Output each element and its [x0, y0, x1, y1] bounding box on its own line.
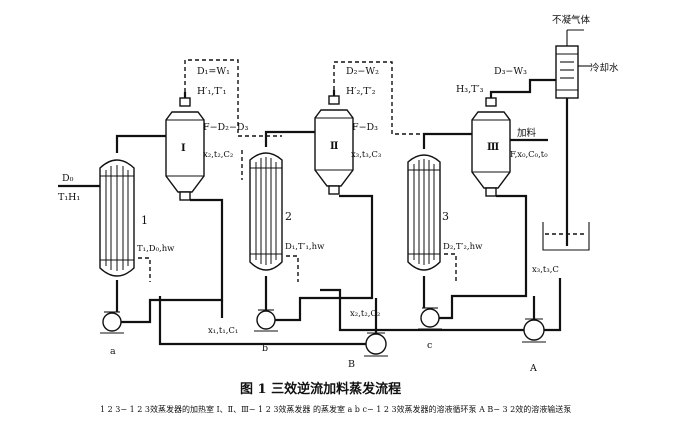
label-f-d3: F−D₃	[352, 122, 378, 133]
condenser	[555, 29, 592, 99]
heater-3-number: 3	[442, 210, 449, 223]
label-x3-t3-c3-top: x₃,t₃,C₃	[351, 150, 381, 160]
label-t1-d0-hw: T₁,D₀,hw	[137, 244, 175, 254]
evaporator-I	[165, 97, 205, 201]
pump-a	[100, 311, 124, 334]
label-x1-product: x₁,t₁,C₁	[208, 326, 238, 336]
evaporator-II	[314, 95, 354, 195]
label-x3-bottom: x₃,t₃,C	[532, 265, 559, 275]
pump-c-label: c	[427, 340, 432, 351]
heater-1	[99, 159, 135, 277]
process-pipes	[58, 78, 562, 346]
heater-3	[407, 154, 441, 271]
label-d3-w3: D₃−W₃	[494, 66, 527, 77]
pump-c	[418, 307, 442, 330]
pump-b	[254, 309, 278, 332]
pump-A	[522, 318, 546, 343]
evaporator-II-label: Ⅱ	[330, 141, 338, 152]
label-noncondensable-gas: 不凝气体	[552, 14, 591, 26]
label-t1-h1: T₁H₁	[58, 192, 80, 203]
label-cooling-water: 冷却水	[590, 62, 619, 74]
pump-b-label: b	[262, 343, 268, 354]
pump-B-label: B	[348, 359, 355, 370]
label-h1-t1: H′₁,T′₁	[197, 86, 227, 97]
pump-a-label: a	[110, 346, 116, 357]
heater-2-number: 2	[285, 210, 292, 223]
evaporator-III-label: Ⅲ	[487, 142, 499, 153]
figure-legend: 1 2 3− 1 2 3效蒸发器的加热室 Ⅰ、Ⅱ、Ⅲ− 1 2 3效蒸发器 的蒸…	[100, 404, 571, 414]
label-d0: D₀	[62, 173, 74, 184]
label-feed: 加料	[517, 127, 537, 139]
label-d2-t2-hw: D₂,T′₂,hw	[443, 242, 483, 252]
pump-B	[364, 332, 388, 357]
label-feed-conditions: F,x₀,C₀,t₀	[510, 150, 548, 160]
label-h2-t2: H′₂,T′₂	[346, 86, 376, 97]
figure-title: 图 1 三效逆流加料蒸发流程	[240, 381, 401, 397]
receiver-tank	[542, 98, 590, 251]
evaporator-III	[471, 97, 511, 197]
label-x2-t2-c2-top: x₂,t₂,C₂	[203, 150, 233, 160]
label-d2-w2: D₂−W₂	[346, 66, 379, 77]
label-d1-w1: D₁=W₁	[197, 66, 230, 77]
label-h3-t3: H₃,T′₃	[456, 84, 484, 95]
vapor-lines	[138, 59, 457, 282]
evaporator-I-label: Ⅰ	[181, 143, 186, 154]
label-f-d2-d3: F−D₂−D₃	[203, 122, 249, 133]
pump-A-label: A	[529, 363, 537, 374]
heater-1-number: 1	[141, 214, 148, 227]
label-x2-bottom: x₂,t₂,C₂	[350, 309, 380, 319]
heater-2	[249, 152, 283, 271]
label-d1-t1-hw: D₁,T′₁,hw	[285, 242, 325, 252]
